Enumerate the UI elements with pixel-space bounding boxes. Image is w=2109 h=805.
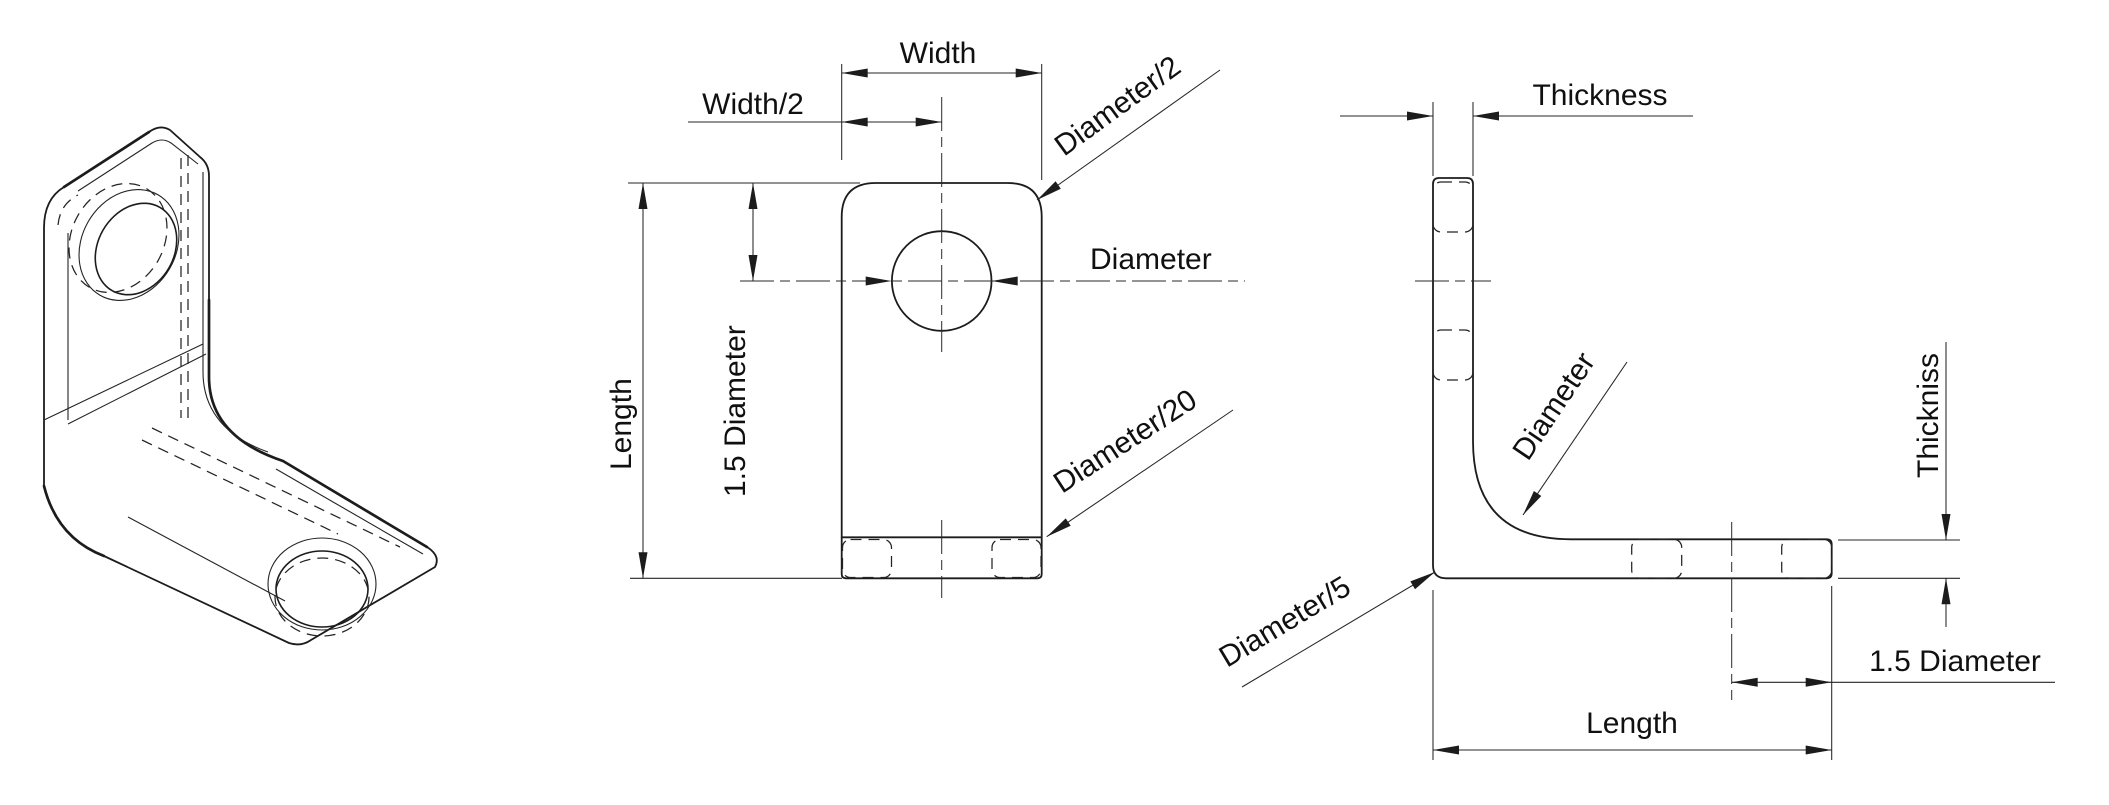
side-1p5-diameter-label: 1.5 Diameter xyxy=(1869,645,2041,678)
front-width-label: Width xyxy=(900,37,977,70)
side-diameter-label: Diameter xyxy=(1506,347,1601,466)
side-thickness-label: Thickness xyxy=(1532,79,1667,112)
front-diameter-20-label: Diameter/20 xyxy=(1048,383,1203,500)
side-hole-mark-left xyxy=(1631,538,1683,579)
side-hole-mark-right xyxy=(1781,538,1833,579)
front-length-label: Length xyxy=(605,378,638,470)
side-thickniss-label: Thickniss xyxy=(1912,353,1945,478)
side-view: Thickness Diameter Thickniss Diameter/5 … xyxy=(1214,79,2055,760)
front-view: Width Width/2 Length 1.5 Diameter Diamet… xyxy=(605,37,1245,598)
front-bend-mark-right xyxy=(991,538,1042,579)
front-width-half-label: Width/2 xyxy=(702,88,804,121)
side-hole-mark-bottom xyxy=(1432,329,1474,381)
side-hole-mark-top xyxy=(1432,181,1474,233)
front-diameter-half-label: Diameter/2 xyxy=(1049,50,1187,163)
front-bend-mark-left xyxy=(841,538,893,579)
upper-hole xyxy=(68,182,180,302)
front-1p5-diameter-label: 1.5 Diameter xyxy=(719,325,752,497)
front-diameter-label: Diameter xyxy=(1090,243,1212,276)
side-diameter-5-label: Diameter/5 xyxy=(1214,570,1357,674)
lower-hole xyxy=(267,537,377,637)
isometric-view xyxy=(42,126,438,646)
side-length-label: Length xyxy=(1586,707,1678,740)
